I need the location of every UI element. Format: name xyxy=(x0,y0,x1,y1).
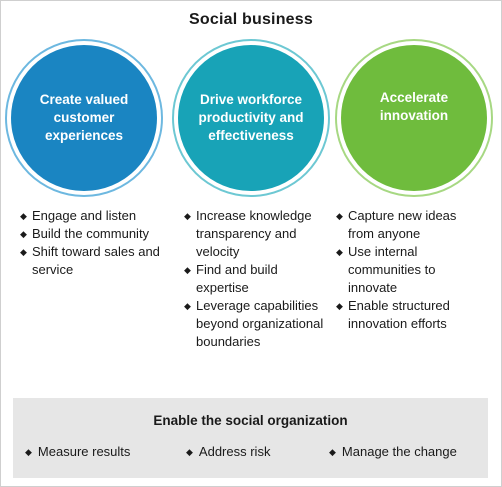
bullet-icon: ◆ xyxy=(184,301,191,311)
foundation-item: ◆ Address risk xyxy=(186,444,270,459)
list-item-label: Enable structured innovation efforts xyxy=(348,298,450,331)
list-item-label: Use internal communities to innovate xyxy=(348,244,436,295)
pillar-heading: Drive workforce productivity and effecti… xyxy=(198,92,304,143)
list-item: ◆ Find and build expertise xyxy=(182,261,334,297)
list-item-label: Increase knowledge transparency and velo… xyxy=(196,208,312,259)
foundation-item-label: Manage the change xyxy=(341,444,457,459)
bullet-icon: ◆ xyxy=(20,247,27,257)
foundation-title: Enable the social organization xyxy=(153,413,348,428)
list-item: ◆ Build the community xyxy=(18,225,168,243)
foundation-bar: Enable the social organization ◆ Measure … xyxy=(13,398,488,478)
bullet-icon: ◆ xyxy=(336,247,343,257)
bullet-icon: ◆ xyxy=(20,229,27,239)
list-item: ◆ Enable structured innovation efforts xyxy=(334,297,484,333)
foundation-item: ◆ Manage the change xyxy=(329,444,457,459)
pillar-list-innovation: ◆ Capture new ideas from anyone ◆ Use inte… xyxy=(334,207,484,333)
bullet-icon: ◆ xyxy=(25,447,32,457)
pillar-circle-customer: Create valued customer experiences xyxy=(11,45,157,191)
list-item-label: Capture new ideas from anyone xyxy=(348,208,457,241)
list-item-label: Build the community xyxy=(32,226,150,241)
foundation-item-label: Address risk xyxy=(198,444,271,459)
bullet-icon: ◆ xyxy=(336,301,343,311)
list-item: ◆ Shift toward sales and service xyxy=(18,243,168,279)
list-item: ◆ Use internal communities to innovate xyxy=(334,243,484,297)
diagram-title: Social business xyxy=(189,11,313,28)
bullet-icon: ◆ xyxy=(20,211,27,221)
list-item-label: Engage and listen xyxy=(32,208,137,223)
list-item-label: Shift toward sales and service xyxy=(32,244,160,277)
pillar-list-customer: ◆Engage and listen ◆Build the community … xyxy=(18,207,168,279)
pillar-circle-workforce: Drive workforce productivity and effecti… xyxy=(178,45,324,191)
list-item: ◆ Engage and listen xyxy=(18,207,168,225)
pillar-heading: Accelerate innovation xyxy=(379,90,449,123)
list-item: ◆ Increase knowledge transparency and vel… xyxy=(182,207,334,261)
pillar-heading: Create valued customer experiences xyxy=(39,92,129,143)
list-item: ◆ Capture new ideas from anyone xyxy=(334,207,484,243)
list-item-label: Leverage capabilities beyond organizatio… xyxy=(196,298,324,349)
bullet-icon: ◆ xyxy=(184,211,191,221)
pillar-list-workforce: ◆ Increase knowledge transparency and vel… xyxy=(182,207,334,351)
bullet-icon: ◆ xyxy=(336,211,343,221)
bullet-icon: ◆ xyxy=(329,447,336,457)
foundation-item: ◆ Measure results xyxy=(25,444,130,459)
bullet-icon: ◆ xyxy=(186,447,193,457)
foundation-item-label: Measure results xyxy=(37,444,131,459)
list-item-label: Find and build expertise xyxy=(196,262,278,295)
list-item: ◆ Leverage capabilities beyond organizati… xyxy=(182,297,334,351)
pillar-circle-innovation: Accelerate innovation xyxy=(341,45,487,191)
bullet-icon: ◆ xyxy=(184,265,191,275)
